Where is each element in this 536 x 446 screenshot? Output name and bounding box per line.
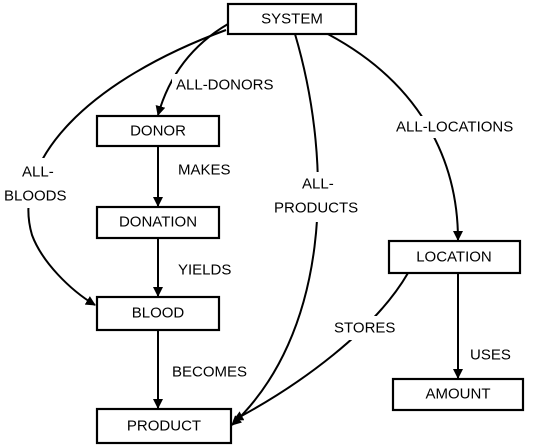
edge-all-products <box>231 33 319 426</box>
label-makes: MAKES <box>178 162 231 179</box>
svg-text:ALL-: ALL- <box>22 164 54 181</box>
svg-text:ALL-DONORS: ALL-DONORS <box>176 77 274 94</box>
svg-text:DONATION: DONATION <box>119 214 197 231</box>
svg-text:ALL-: ALL- <box>302 176 334 193</box>
edge-stores <box>233 272 409 421</box>
svg-text:LOCATION: LOCATION <box>416 249 492 266</box>
svg-text:YIELDS: YIELDS <box>178 262 231 279</box>
node-amount: AMOUNT <box>391 377 525 412</box>
label-becomes: BECOMES <box>172 364 247 381</box>
node-donor: DONOR <box>95 114 221 148</box>
node-blood: BLOOD <box>95 295 221 332</box>
node-system: SYSTEM <box>226 2 358 36</box>
svg-text:AMOUNT: AMOUNT <box>426 386 491 403</box>
label-yields: YIELDS <box>178 262 231 279</box>
label-all-locations: ALL-LOCATIONS <box>392 116 534 138</box>
svg-text:BLOODS: BLOODS <box>4 188 67 205</box>
svg-text:BECOMES: BECOMES <box>172 364 247 381</box>
svg-text:DONOR: DONOR <box>130 123 186 140</box>
node-donation: DONATION <box>95 205 221 240</box>
label-uses: USES <box>466 344 522 366</box>
svg-text:USES: USES <box>470 347 511 364</box>
edge-all-donors <box>155 23 229 116</box>
svg-text:PRODUCTS: PRODUCTS <box>274 200 358 217</box>
svg-text:BLOOD: BLOOD <box>132 305 185 322</box>
svg-text:MAKES: MAKES <box>178 162 231 179</box>
label-all-donors: ALL-DONORS <box>172 74 300 96</box>
node-location: LOCATION <box>387 239 522 275</box>
node-product: PRODUCT <box>95 407 233 445</box>
label-stores: STORES <box>330 316 410 340</box>
svg-text:ALL-LOCATIONS: ALL-LOCATIONS <box>396 119 513 136</box>
label-all-bloods: ALL- BLOODS <box>2 158 74 208</box>
label-all-products: ALL- PRODUCTS <box>270 172 374 222</box>
svg-text:PRODUCT: PRODUCT <box>127 418 201 435</box>
svg-text:STORES: STORES <box>334 320 395 337</box>
svg-text:SYSTEM: SYSTEM <box>261 11 323 28</box>
